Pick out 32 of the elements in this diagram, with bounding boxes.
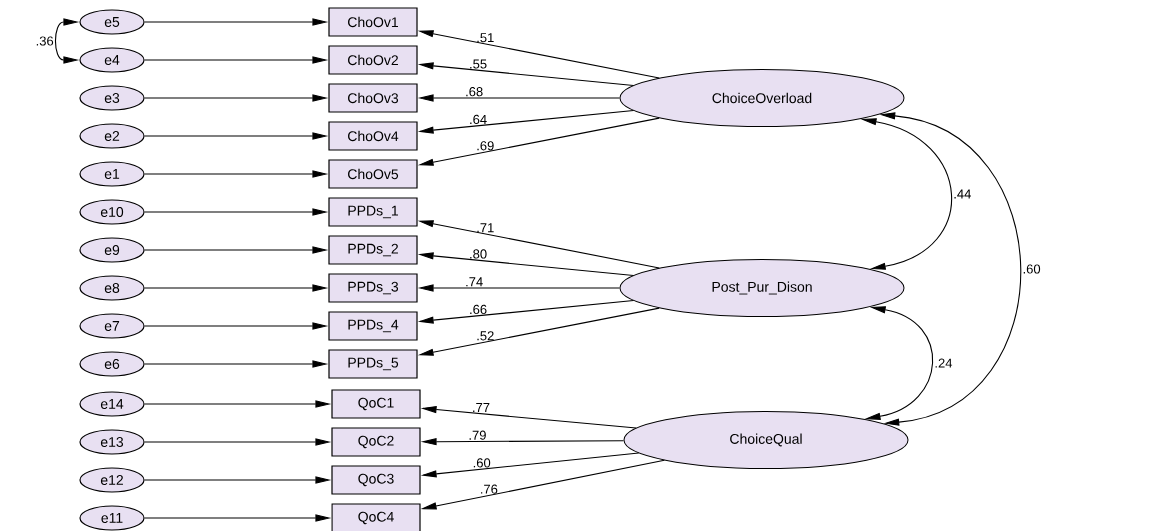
- edge-label: .51: [477, 33, 494, 43]
- edge-label: .60: [1023, 264, 1041, 274]
- variable-box: PPDs_4: [328, 311, 418, 341]
- edge-label: .71: [477, 223, 494, 233]
- variable-box: ChoOv3: [328, 83, 418, 113]
- edge-label: .66: [470, 304, 487, 315]
- edge-label: .60: [473, 458, 491, 468]
- edge-label: .44: [954, 189, 971, 199]
- variable-box: QoC4: [331, 503, 421, 531]
- edge-label: .69: [477, 141, 494, 151]
- variable-box: QoC2: [331, 427, 421, 457]
- edge-label: .77: [473, 403, 490, 412]
- variable-box: QoC1: [331, 389, 421, 419]
- edge-label: .64: [470, 114, 487, 125]
- variable-box: PPDs_1: [328, 197, 418, 227]
- edge-label: .74: [466, 277, 483, 287]
- edge-label: .36: [36, 36, 54, 46]
- variable-box: PPDs_2: [328, 235, 418, 265]
- variable-box: ChoOv2: [328, 45, 418, 75]
- variable-box: QoC3: [331, 465, 421, 495]
- edge-label: .68: [466, 87, 483, 97]
- edge-label: .52: [477, 331, 494, 341]
- variable-box: ChoOv4: [328, 121, 418, 151]
- edge-label: .76: [481, 484, 498, 494]
- variable-box: ChoOv5: [328, 159, 418, 189]
- edge-label: .80: [470, 249, 487, 259]
- variable-box: ChoOv1: [328, 7, 418, 37]
- edge-label: .55: [470, 59, 487, 69]
- edge-label: .24: [935, 358, 953, 368]
- edge-label: .79: [469, 430, 486, 440]
- variable-box: PPDs_5: [328, 349, 418, 379]
- variable-box: PPDs_3: [328, 273, 418, 303]
